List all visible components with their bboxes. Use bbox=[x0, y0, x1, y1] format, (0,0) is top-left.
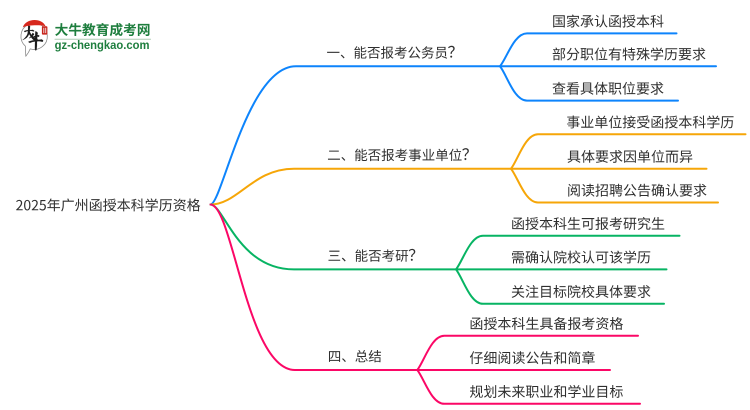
svg-text:gz-chengkao.com: gz-chengkao.com bbox=[55, 38, 150, 52]
